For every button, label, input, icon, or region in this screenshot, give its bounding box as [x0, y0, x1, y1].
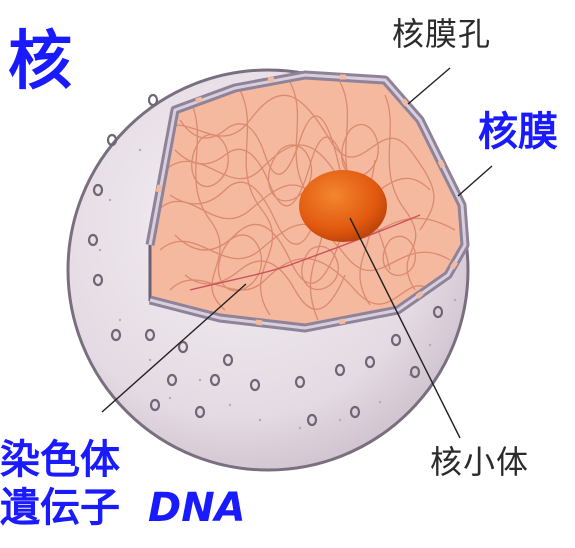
- dna-label: DNA: [148, 485, 246, 531]
- gene-dna-row: 遺伝子 DNA: [0, 488, 246, 528]
- nucleolus: [299, 170, 387, 242]
- title-label: 核: [8, 30, 72, 94]
- chromosome-label: 染色体: [0, 440, 120, 480]
- nucleolus-label: 核小体: [430, 446, 529, 478]
- nuclear-envelope-label: 核膜: [478, 112, 558, 152]
- gene-label: 遺伝子: [0, 485, 120, 531]
- nuclear-pore-label: 核膜孔: [392, 18, 491, 50]
